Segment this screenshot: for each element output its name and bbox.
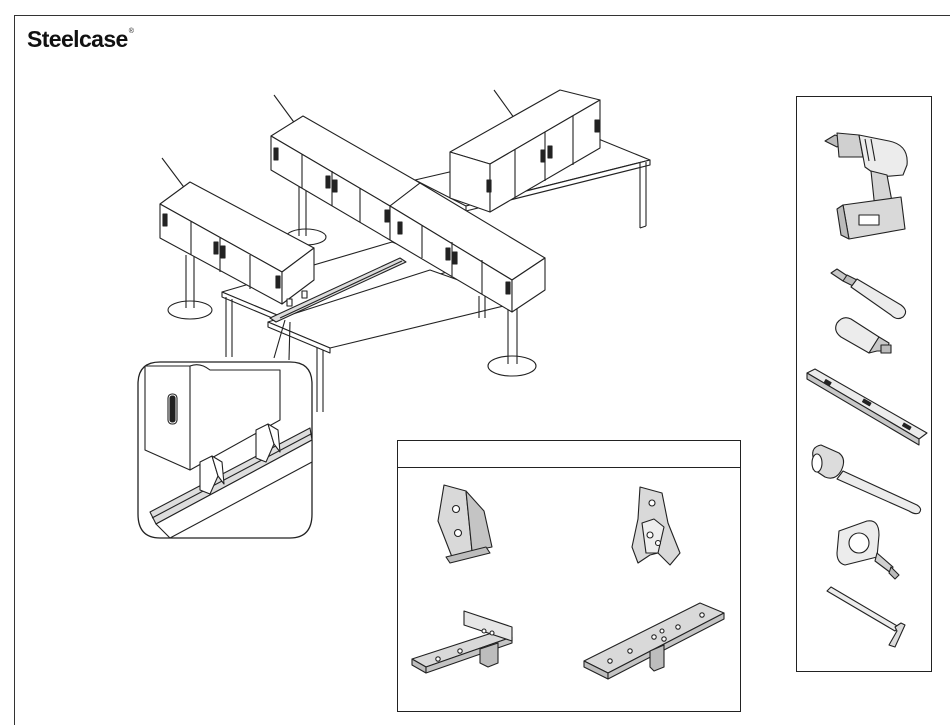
- hex-key-icon: [825, 585, 909, 649]
- tape-measure-icon: [833, 517, 903, 583]
- rubber-mallet-icon: [807, 439, 925, 515]
- socket-adapter-icon: [829, 315, 899, 363]
- callout-leader-3: [162, 158, 186, 190]
- pedestal-left: [168, 255, 212, 319]
- cordless-drill-icon: [819, 127, 911, 245]
- cabinet-left: [160, 182, 314, 304]
- parts-panel-header: [398, 441, 740, 468]
- bracket-clip-icon: [426, 481, 516, 571]
- short-mounting-plate-icon: [408, 601, 528, 691]
- parts-panel: [397, 440, 741, 712]
- level-icon: [803, 367, 929, 447]
- callout-leader-1: [274, 95, 296, 125]
- angle-bracket-icon: [610, 483, 700, 573]
- detail-callout: [138, 320, 312, 538]
- tools-panel: [796, 96, 932, 672]
- long-mounting-plate-icon: [580, 597, 730, 687]
